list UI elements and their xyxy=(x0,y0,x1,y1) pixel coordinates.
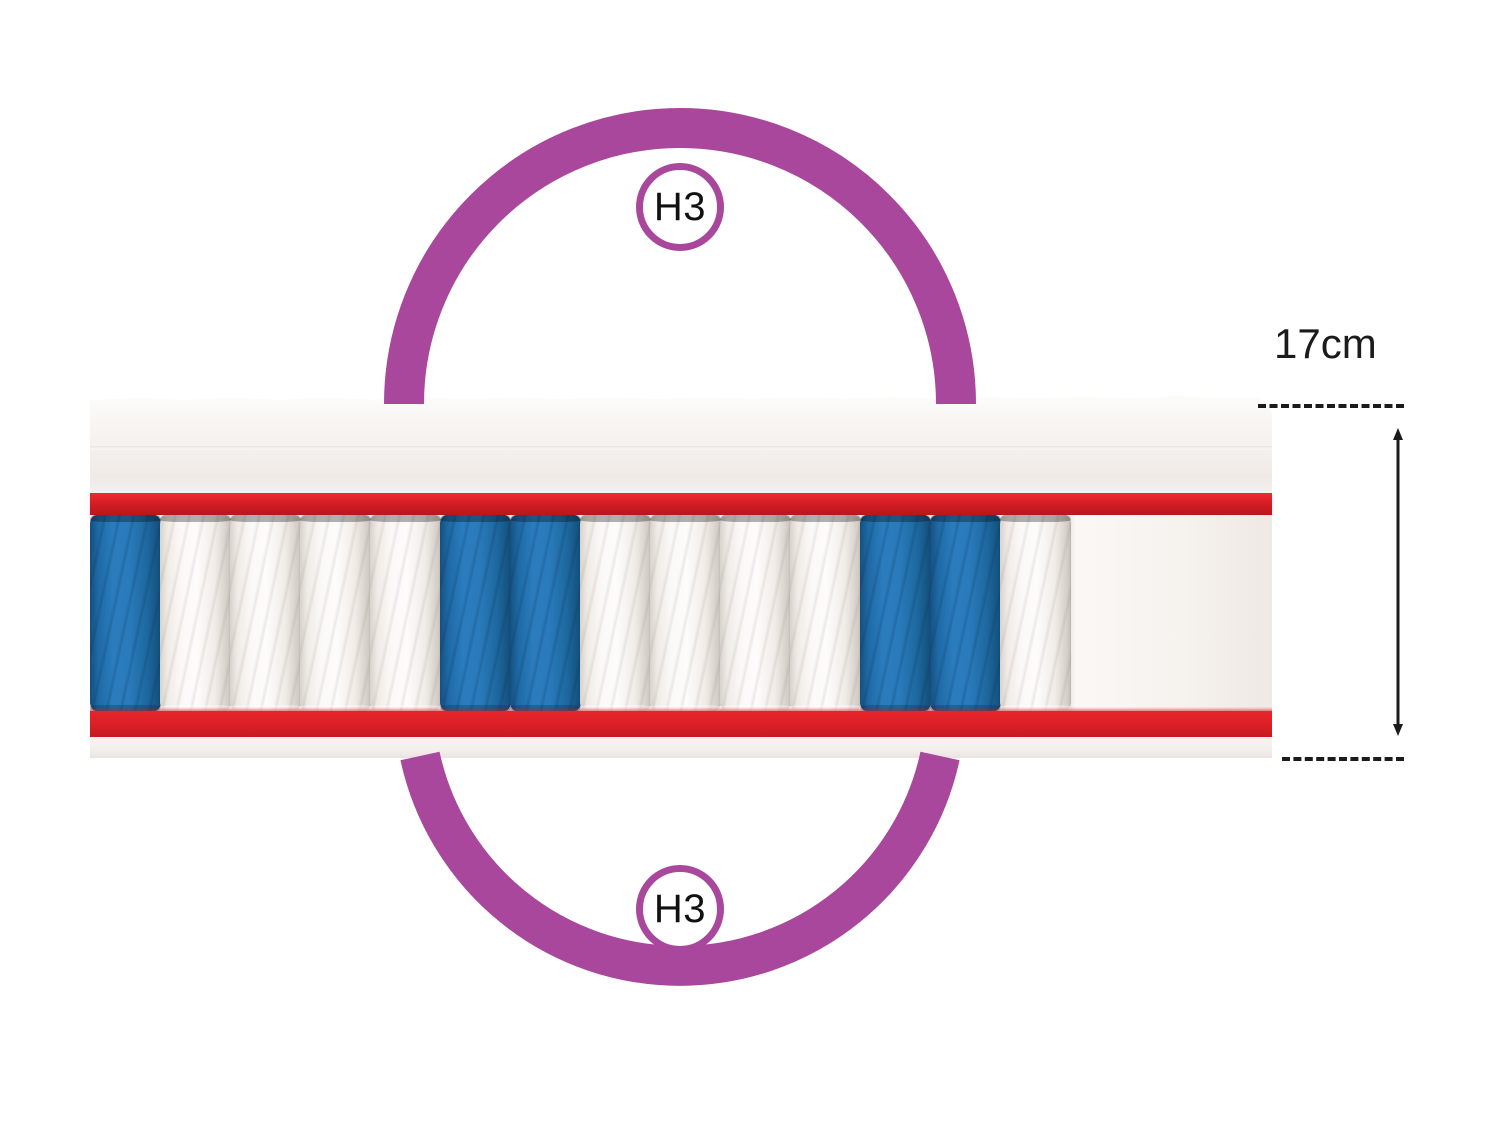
layer-bottom-foam xyxy=(90,737,1272,758)
pocket-spring-6 xyxy=(440,515,511,711)
pocket-spring-11 xyxy=(790,515,861,711)
layer-spring-core xyxy=(90,515,1272,711)
pocket-spring-14 xyxy=(1000,515,1071,711)
layer-top-foam xyxy=(90,396,1272,493)
pocket-spring-8 xyxy=(580,515,651,711)
mattress-cross-section xyxy=(90,388,1272,758)
firmness-badge-top-label: H3 xyxy=(653,185,707,229)
dimension-guide-top xyxy=(1258,404,1404,408)
dimension-guide-bottom xyxy=(1282,757,1404,761)
pocket-spring-9 xyxy=(650,515,721,711)
layer-top-red-band xyxy=(90,493,1272,520)
firmness-badge-bottom-label: H3 xyxy=(653,887,707,931)
core-side-foam-filler xyxy=(1071,515,1272,711)
top-foam-seam-line xyxy=(90,446,1272,450)
pocket-spring-4 xyxy=(300,515,371,711)
height-dimension-label: 17cm xyxy=(1274,320,1377,367)
pocket-spring-13 xyxy=(930,515,1001,711)
pocket-spring-2 xyxy=(160,515,231,711)
pocket-spring-5 xyxy=(370,515,441,711)
pocket-spring-10 xyxy=(720,515,791,711)
pocket-spring-1 xyxy=(90,515,161,711)
firmness-badge-top: H3 xyxy=(636,163,724,251)
firmness-badge-bottom: H3 xyxy=(636,865,724,953)
pocket-spring-7 xyxy=(510,515,581,711)
pocket-spring-3 xyxy=(230,515,301,711)
height-dimension-arrow xyxy=(1393,428,1403,736)
pocket-spring-12 xyxy=(860,515,931,711)
pocket-spring-row xyxy=(90,515,1071,711)
layer-bottom-red-band xyxy=(90,707,1272,737)
